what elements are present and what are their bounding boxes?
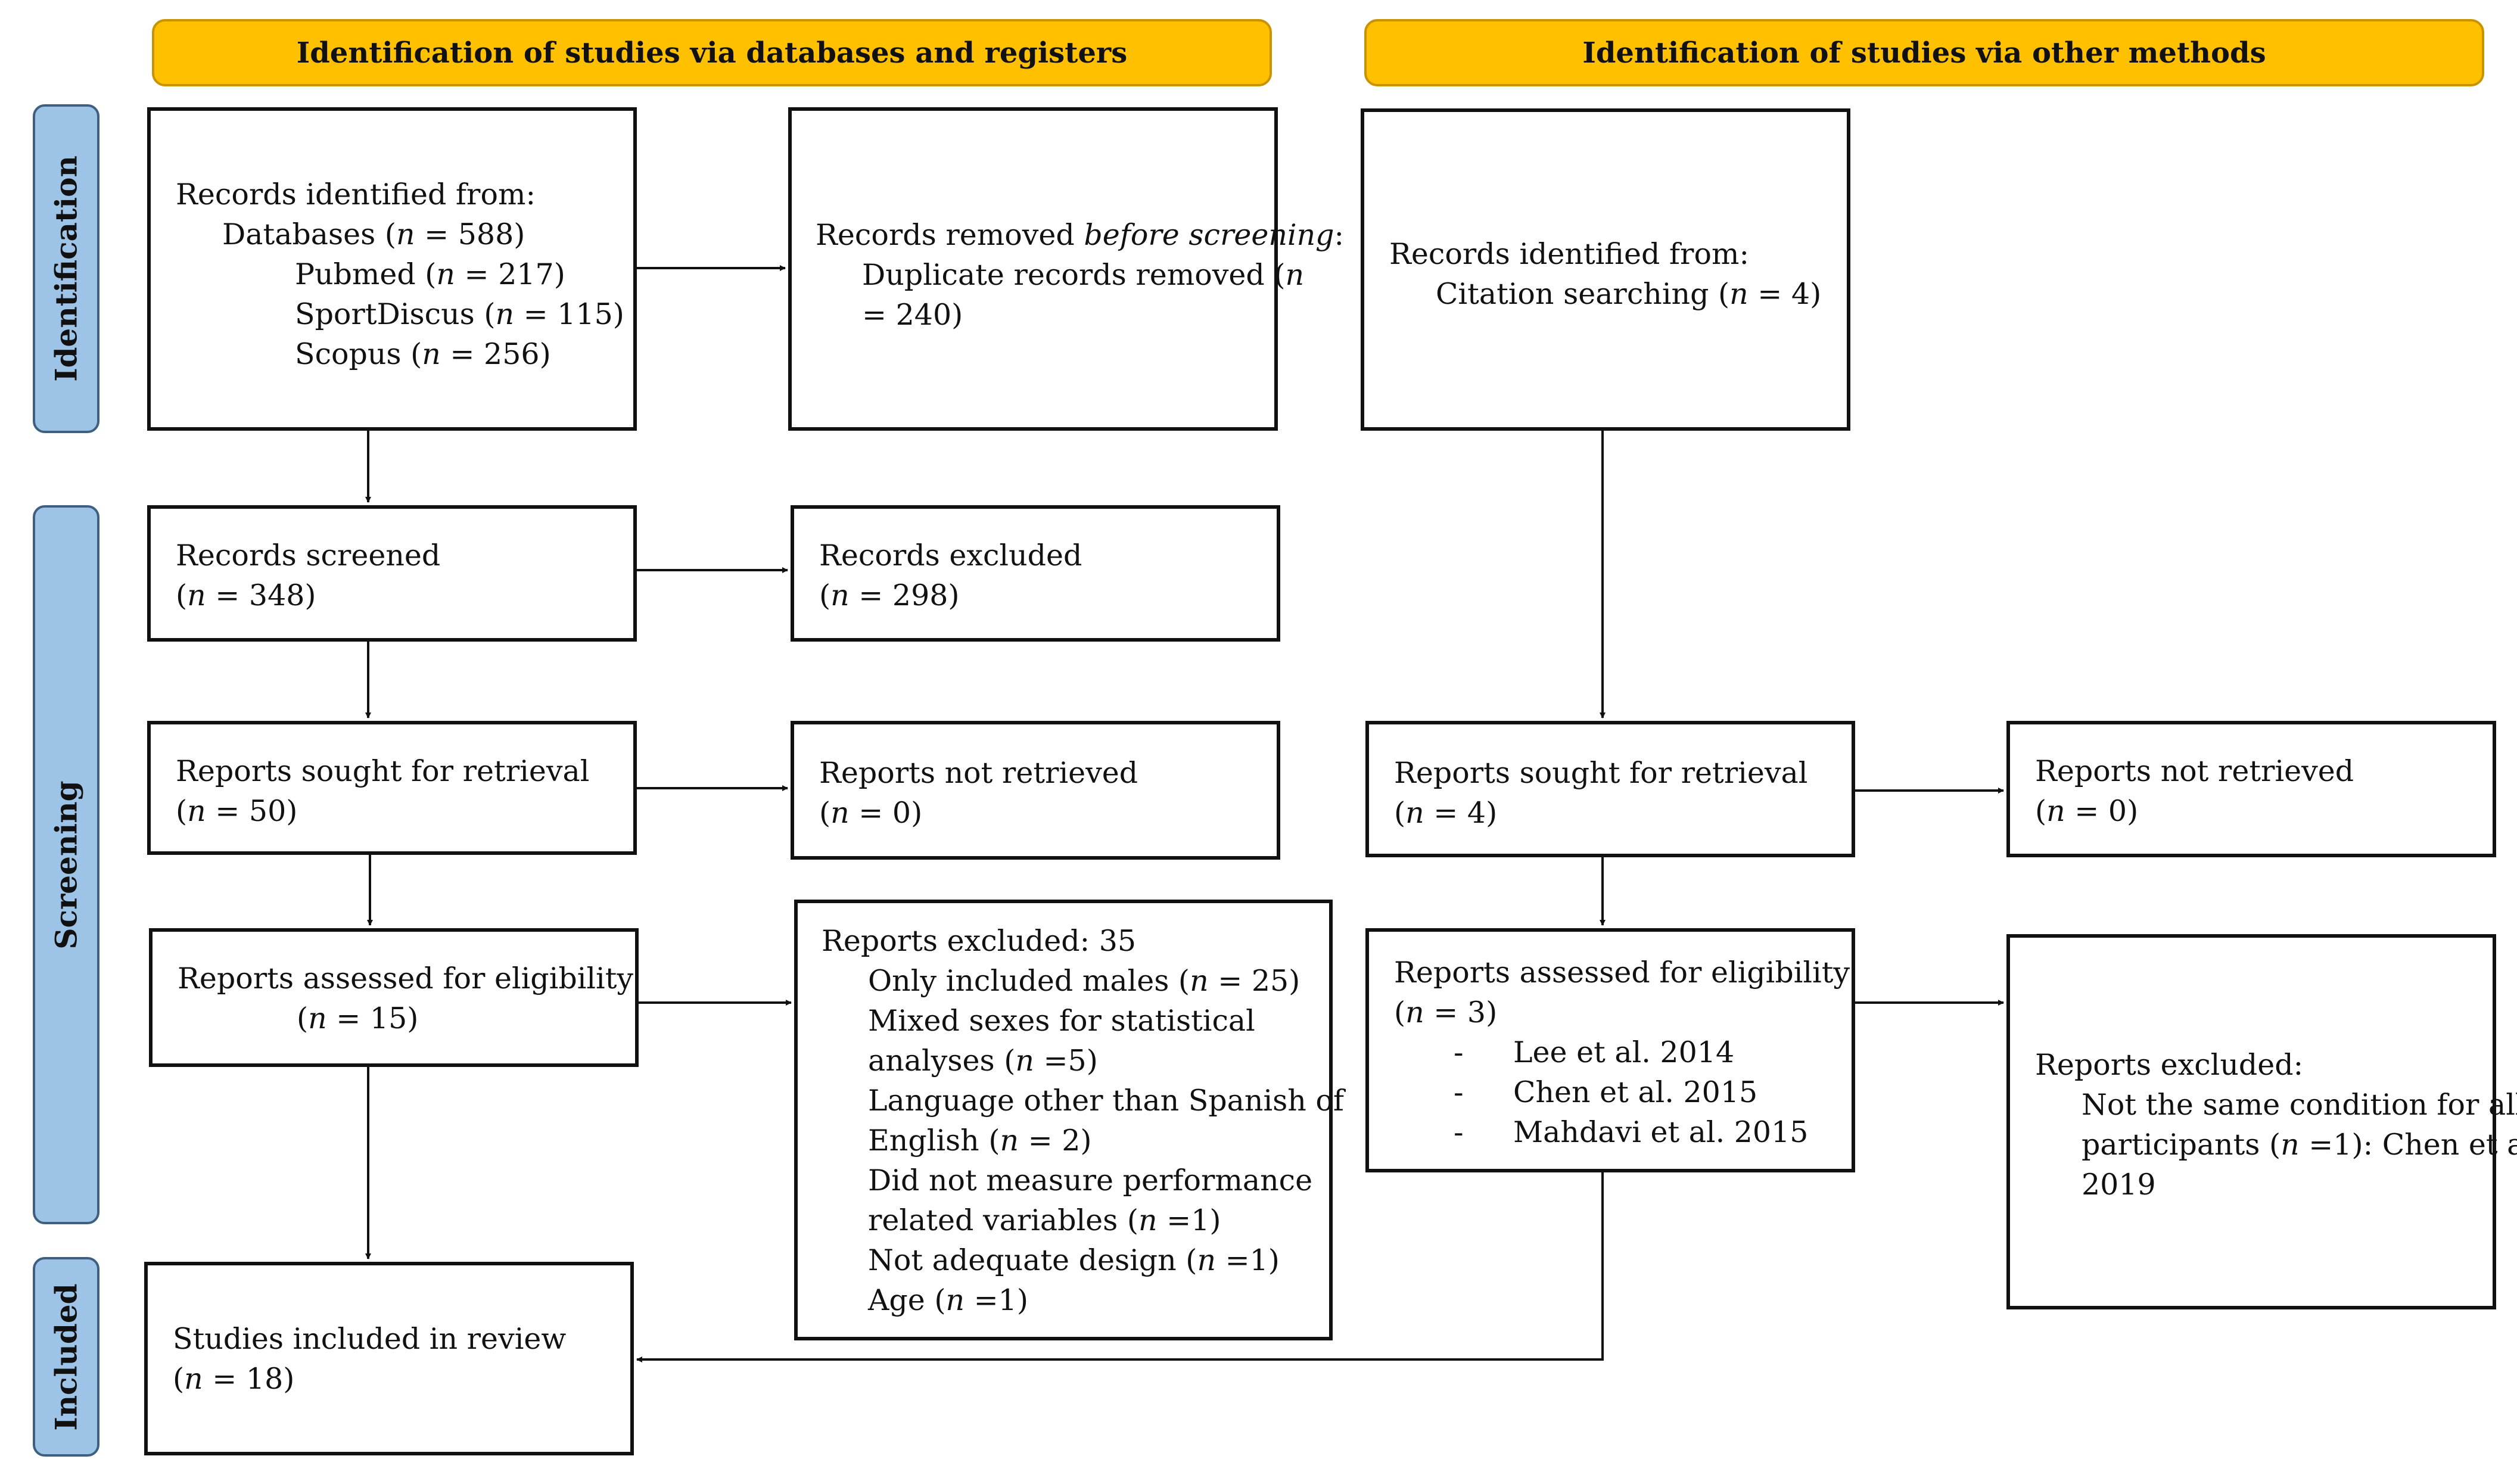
header-other-methods-label: Identification of studies via other meth… bbox=[1582, 36, 2266, 70]
reports-not-retrieved-count: (n = 0) bbox=[819, 796, 923, 830]
other-reports-not-retrieved-count: (n = 0) bbox=[2035, 794, 2139, 828]
box-reports-sought: Reports sought for retrieval (n = 50) bbox=[147, 721, 637, 855]
box-other-reports-assessed: Reports assessed for eligibility (n = 3)… bbox=[1365, 928, 1855, 1172]
box-other-records-identified: Records identified from: Citation search… bbox=[1361, 108, 1850, 431]
reason-mixed-sexes: Mixed sexes for statistical bbox=[868, 1004, 1255, 1038]
duplicates-removed: Duplicate records removed (n bbox=[862, 258, 1305, 292]
other-reports-assessed-title: Reports assessed for eligibility bbox=[1394, 956, 1850, 990]
records-excluded-count: (n = 298) bbox=[819, 578, 960, 612]
other-reason-condition: Not the same condition for all bbox=[2082, 1088, 2517, 1122]
studies-included-count: (n = 18) bbox=[173, 1362, 295, 1396]
sportdiscus-count: SportDiscus (n = 115) bbox=[295, 297, 624, 331]
box-reports-excluded: Reports excluded: 35 Only included males… bbox=[794, 900, 1345, 1340]
other-reason-year: 2019 bbox=[2082, 1168, 2156, 1202]
other-reason-participants: participants (n =1): Chen et al. bbox=[2082, 1128, 2517, 1162]
reports-assessed-count: (n = 15) bbox=[297, 1001, 419, 1035]
box-records-excluded: Records excluded (n = 298) bbox=[791, 505, 1280, 642]
header-databases: Identification of studies via databases … bbox=[152, 19, 1272, 86]
reason-language-count: English (n = 2) bbox=[868, 1124, 1092, 1158]
records-screened-count: (n = 348) bbox=[176, 578, 316, 612]
study-lee-2014: -Lee et al. 2014 bbox=[1454, 1035, 1735, 1069]
reason-performance-count: related variables (n =1) bbox=[868, 1203, 1221, 1237]
duplicates-removed-count: = 240) bbox=[862, 298, 963, 332]
box-other-reports-sought: Reports sought for retrieval (n = 4) bbox=[1365, 721, 1855, 857]
reports-excluded-title: Reports excluded: 35 bbox=[822, 924, 1137, 958]
reason-language: Language other than Spanish of bbox=[868, 1084, 1345, 1118]
reports-not-retrieved-title: Reports not retrieved bbox=[819, 756, 1138, 790]
stage-screening: Screening bbox=[33, 505, 99, 1224]
reports-sought-title: Reports sought for retrieval bbox=[176, 754, 590, 788]
stage-included: Included bbox=[33, 1257, 99, 1457]
box-studies-included: Studies included in review (n = 18) bbox=[144, 1262, 634, 1455]
records-screened-title: Records screened bbox=[176, 539, 441, 573]
other-records-identified-title: Records identified from: bbox=[1389, 237, 1749, 271]
reason-design: Not adequate design (n =1) bbox=[868, 1243, 1280, 1277]
box-reports-not-retrieved: Reports not retrieved (n = 0) bbox=[791, 721, 1280, 860]
records-identified-title: Records identified from: bbox=[176, 178, 536, 211]
study-mahdavi-2015: -Mahdavi et al. 2015 bbox=[1454, 1115, 1809, 1149]
studies-included-title: Studies included in review bbox=[173, 1322, 567, 1356]
reason-performance: Did not measure performance bbox=[868, 1163, 1313, 1197]
records-excluded-title: Records excluded bbox=[819, 539, 1082, 573]
box-records-identified: Records identified from: Databases (n = … bbox=[147, 107, 637, 431]
other-reports-not-retrieved-title: Reports not retrieved bbox=[2035, 754, 2354, 788]
other-reports-sought-title: Reports sought for retrieval bbox=[1394, 756, 1808, 790]
reports-sought-count: (n = 50) bbox=[176, 794, 298, 828]
box-other-reports-not-retrieved: Reports not retrieved (n = 0) bbox=[2006, 721, 2496, 857]
arrow-other-assessed-to-included bbox=[636, 1172, 1604, 1362]
box-records-screened: Records screened (n = 348) bbox=[147, 505, 637, 642]
other-reports-excluded-title: Reports excluded: bbox=[2035, 1048, 2304, 1082]
scopus-count: Scopus (n = 256) bbox=[295, 337, 551, 371]
reason-mixed-sexes-count: analyses (n =5) bbox=[868, 1044, 1098, 1078]
box-other-reports-excluded: Reports excluded: Not the same condition… bbox=[2006, 934, 2517, 1309]
study-chen-2015: -Chen et al. 2015 bbox=[1454, 1075, 1758, 1109]
other-reports-sought-count: (n = 4) bbox=[1394, 796, 1498, 830]
box-reports-assessed: Reports assessed for eligibility (n = 15… bbox=[149, 928, 639, 1067]
stage-identification: Identification bbox=[33, 104, 99, 433]
citation-searching-count: Citation searching (n = 4) bbox=[1436, 277, 1822, 311]
reason-only-males: Only included males (n = 25) bbox=[868, 964, 1300, 998]
reason-age: Age (n =1) bbox=[868, 1283, 1028, 1317]
other-reports-assessed-count: (n = 3) bbox=[1394, 995, 1498, 1029]
databases-count: Databases (n = 588) bbox=[222, 217, 525, 251]
pubmed-count: Pubmed (n = 217) bbox=[295, 257, 565, 291]
header-databases-label: Identification of studies via databases … bbox=[296, 36, 1128, 70]
reports-assessed-title: Reports assessed for eligibility bbox=[178, 962, 634, 995]
records-removed-title: Records removed before screening: bbox=[816, 218, 1345, 252]
header-other-methods: Identification of studies via other meth… bbox=[1364, 19, 2484, 86]
box-records-removed: Records removed before screening: Duplic… bbox=[788, 107, 1345, 431]
